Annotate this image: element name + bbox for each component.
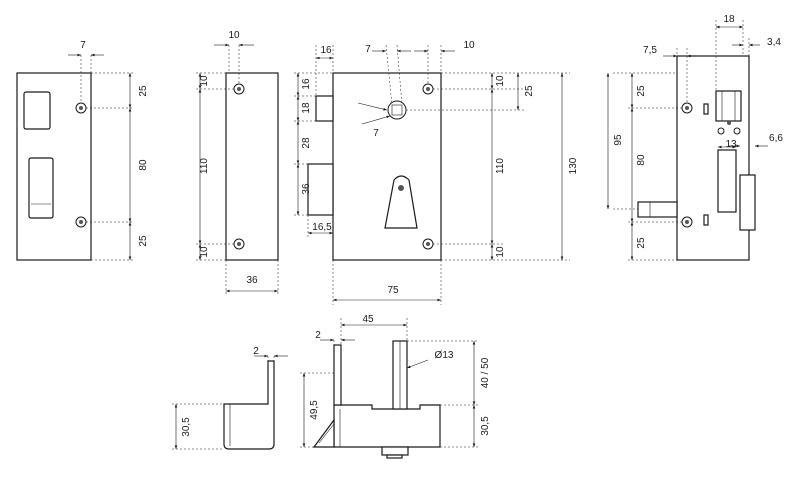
dim-strike-hole-offset: 7 xyxy=(80,40,86,51)
dim-keeper-2: 2 xyxy=(253,346,259,357)
dim-side-7-5: 7,5 xyxy=(643,45,657,56)
dim-bottom-49-5: 49,5 xyxy=(309,400,320,420)
dim-spindle-7-top: 7 xyxy=(365,44,371,55)
dim-side-25-top: 25 xyxy=(636,85,647,97)
dim-body-height-130: 130 xyxy=(568,157,579,174)
dim-bottom-2: 2 xyxy=(315,330,321,341)
dim-side-6-6: 6,6 xyxy=(769,133,783,144)
dim-side-80: 80 xyxy=(636,154,647,166)
dim-body-top-16: 16 xyxy=(301,78,312,90)
dim-side-25-bottom: 25 xyxy=(636,237,647,249)
dim-plate-top-offset: 10 xyxy=(199,75,210,87)
dim-bottom-40-50: 40 / 50 xyxy=(480,357,491,388)
dim-side-3-4: 3,4 xyxy=(767,37,781,48)
lock-bottom-view: 2 45 Ø13 49,5 40 / 50 30,5 xyxy=(300,314,491,459)
dim-body-18: 18 xyxy=(301,102,312,114)
dim-plate-width: 36 xyxy=(246,275,258,286)
dim-strike-middle: 80 xyxy=(138,159,149,171)
dim-bottom-diameter: Ø13 xyxy=(435,350,454,361)
dim-bottom-30-5: 30,5 xyxy=(480,416,491,436)
lock-side-view: 18 7,5 3,4 25 95 80 13 6,6 25 xyxy=(606,14,783,261)
dim-body-36: 36 xyxy=(301,183,312,195)
dim-plate-height: 110 xyxy=(199,158,210,174)
dim-body-16-5: 16,5 xyxy=(312,222,332,233)
dim-side-95: 95 xyxy=(613,134,624,146)
dim-body-width-75: 75 xyxy=(387,285,399,296)
dim-strike-bottom: 25 xyxy=(138,235,149,247)
keeper-bracket-view: 2 30,5 xyxy=(172,346,288,450)
dim-keeper-30-5: 30,5 xyxy=(181,417,192,437)
dim-side-13: 13 xyxy=(725,139,737,150)
dim-side-18: 18 xyxy=(723,14,735,25)
dim-plate-width-top: 10 xyxy=(228,30,240,41)
dim-body-hole-right-10: 10 xyxy=(463,40,475,51)
face-plate-view: 10 10 110 10 36 xyxy=(196,30,279,295)
lock-body-front-view: 16 16 18 28 36 16,5 7 7 10 10 25 110 130… xyxy=(294,40,579,305)
dim-body-28: 28 xyxy=(301,137,312,149)
strike-plate-front-view: 7 25 80 25 xyxy=(16,40,149,261)
dim-body-right-top-10: 10 xyxy=(495,75,506,87)
dim-body-left-16: 16 xyxy=(320,45,332,56)
dim-body-height-110: 110 xyxy=(495,158,506,174)
dim-body-right-bottom-10: 10 xyxy=(495,246,506,258)
dim-strike-top: 25 xyxy=(138,85,149,97)
dim-plate-bottom-offset: 10 xyxy=(199,246,210,258)
dim-body-right-25: 25 xyxy=(524,85,535,97)
dim-spindle-7-side: 7 xyxy=(373,128,379,139)
dim-bottom-45: 45 xyxy=(362,314,374,325)
